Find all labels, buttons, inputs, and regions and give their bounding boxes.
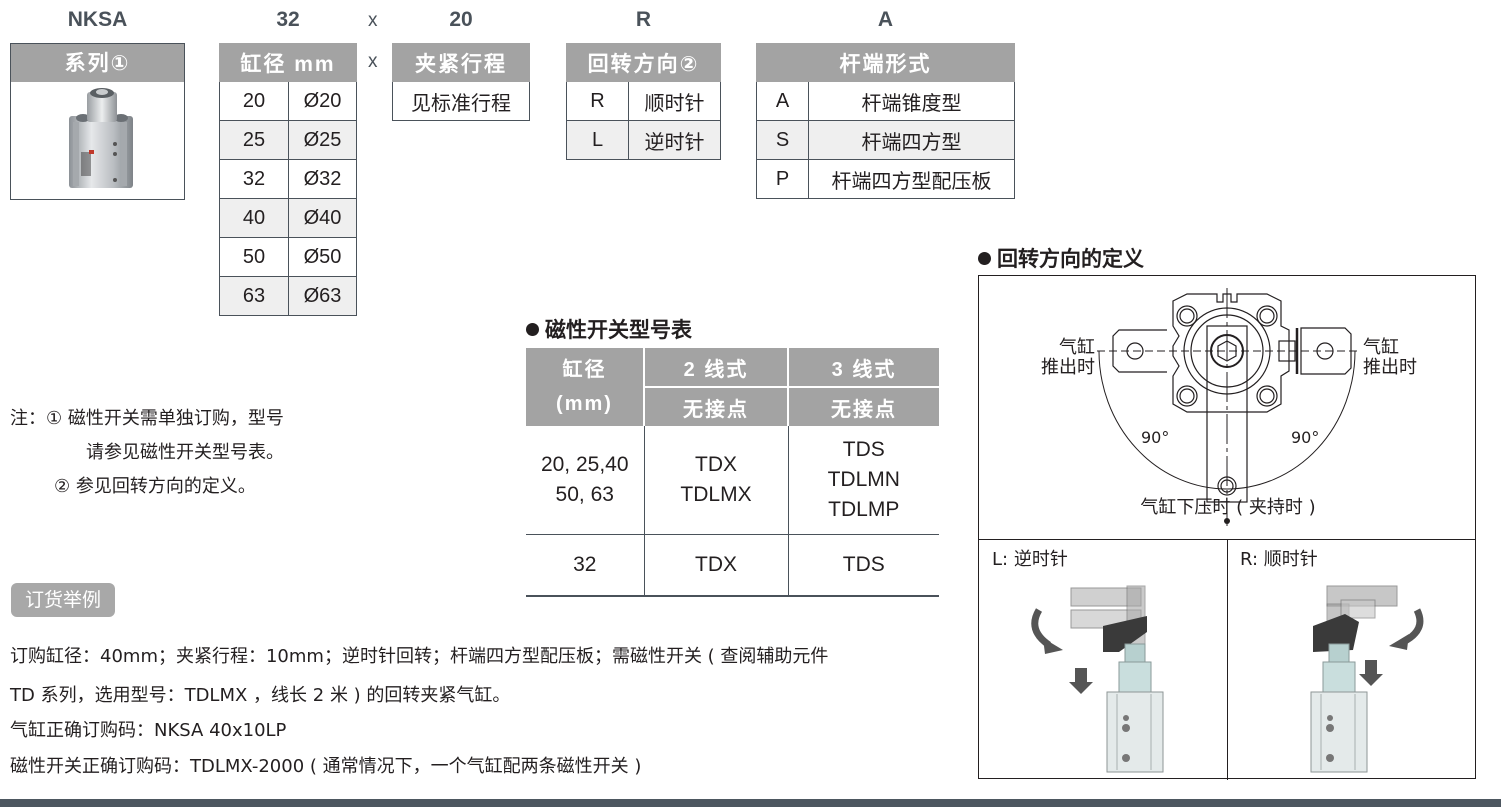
rotation-value: 逆时针 [628,120,721,160]
stroke-table: 夹紧行程 见标准行程 [392,43,530,121]
rod-end-value: 杆端四方型 [808,120,1015,160]
code-series: NKSA [67,8,128,31]
mag-header-contactless-3: 无接点 [787,386,939,426]
mag-2wire: TDX [643,534,788,597]
rotation-value: 顺时针 [628,81,721,121]
rod-end-code: P [756,159,809,199]
rod-end-value: 杆端四方型配压板 [808,159,1015,199]
rod-end-value: 杆端锥度型 [808,81,1015,121]
switch-model: TDLMP [828,497,900,521]
rod-end-code: S [756,120,809,160]
mag-header-bore-label: 缸径 [562,359,607,381]
magnetic-switch-title-text: 磁性开关型号表 [545,318,692,342]
clamping-label: 气缸下压时 ( 夹持时 ) [1140,497,1316,518]
angle-right: 90° [1291,428,1320,447]
switch-model: TDLMX [680,482,752,506]
rotation-definition-title-text: 回转方向的定义 [997,247,1144,271]
label-line: 推出时 [1041,357,1095,378]
stroke-header: 夹紧行程 [392,43,530,82]
rod-end-header: 杆端形式 [756,43,1015,82]
bore-value: Ø25 [288,120,357,160]
footer-bar [0,799,1501,807]
magnetic-switch-title: 磁性开关型号表 [526,314,692,344]
stroke-value: 见标准行程 [392,81,530,121]
angle-left: 90° [1141,428,1170,447]
mag-header-bore: 缸径 (mm) [526,348,644,426]
right-pushed-label: 气缸 推出时 [1363,338,1417,378]
panel-cw-label: R: 顺时针 [1240,549,1318,570]
mag-bore: 32 [526,534,644,597]
bore-code: 40 [219,198,289,238]
series-header: 系列① [11,44,184,82]
mag-header-2wire: 2 线式 [643,348,788,387]
left-pushed-label: 气缸 推出时 [1027,338,1095,378]
rod-end-code: A [756,81,809,121]
code-rod-end: A [877,8,894,31]
mag-header-bore-unit: (mm) [556,393,613,415]
mag-bore: 20, 25,40 50, 63 [526,426,644,535]
label-line: 推出时 [1363,357,1417,378]
switch-model: TDS [842,437,885,461]
rotation-code: R [566,81,629,121]
bore-value: Ø40 [288,198,357,238]
code-stroke: 20 [449,8,473,31]
order-example-line: 订购缸径：40mm；夹紧行程：10mm；逆时针回转；杆端四方型配压板；需磁性开关… [10,646,829,667]
mag-row: 20, 25,40 50, 63 TDX TDLMX TDS TDLMN TDL… [526,426,939,535]
cylinder-product-image [11,82,184,198]
notes-prefix: 注： [10,408,46,429]
mag-3wire: TDS [787,534,939,597]
note-marker: ① [46,408,63,429]
series-table: 系列① [10,43,185,200]
code-rotation: R [635,8,652,31]
bullet-icon [978,251,991,265]
order-example-badge: 订货举例 [11,583,115,617]
notes: 注：① 磁性开关需单独订购，型号 请参见磁性开关型号表。 ② 参见回转方向的定义… [10,402,284,504]
top-view-drawing [1097,288,1359,526]
mag-bore-line: 50, 63 [555,482,614,506]
code-separator: x [368,10,378,31]
divider [1227,539,1228,780]
bore-code: 32 [219,159,289,199]
mag-2wire: TDX TDLMX [643,426,788,535]
mag-bore-line: 20, 25,40 [540,452,629,476]
bullet-icon [526,322,539,336]
rotation-code: L [566,120,629,160]
note-text: 请参见磁性开关型号表。 [86,442,284,463]
bore-code: 20 [219,81,289,121]
label-line: 气缸 [1363,337,1399,358]
switch-order-code: 磁性开关正确订购码：TDLMX-2000 ( 通常情况下，一个气缸配两条磁性开关… [10,756,642,777]
code-bore: 32 [276,8,300,31]
bore-value: Ø50 [288,237,357,277]
mag-row: 32 TDX TDS [526,534,939,597]
rotation-definition-diagram: 气缸 推出时 气缸 推出时 90° 90° 气缸下压时 ( 夹持时 ) L: 逆… [978,275,1476,780]
bore-code: 25 [219,120,289,160]
bore-header: 缸径 mm [219,43,357,82]
note-text: 参见回转方向的定义。 [75,476,256,497]
table-separator: x [368,51,378,72]
bore-value: Ø63 [288,276,357,316]
mag-3wire: TDS TDLMN TDLMP [787,426,939,535]
bore-code: 50 [219,237,289,277]
ccw-rotation-illustration [1031,585,1164,773]
order-example-line: TD 系列，选用型号：TDLMX ，线长 2 米 ) 的回转夹紧气缸。 [10,685,511,706]
note-text: 磁性开关需单独订购，型号 [67,408,284,429]
rotation-header: 回转方向② [566,43,721,82]
note-marker: ② [54,476,71,497]
mag-header-3wire: 3 线式 [787,348,939,387]
cylinder-order-code: 气缸正确订购码：NKSA 40x10LP [10,720,287,741]
magnetic-switch-table: 缸径 (mm) 2 线式 3 线式 无接点 无接点 20, 25,40 50, … [526,348,939,597]
cw-rotation-illustration [1310,585,1424,773]
switch-model: TDLMN [827,467,900,491]
rotation-definition-title: 回转方向的定义 [978,243,1144,273]
label-line: 气缸 [1059,337,1095,358]
bore-code: 63 [219,276,289,316]
bore-value: Ø32 [288,159,357,199]
bore-value: Ø20 [288,81,357,121]
mag-header-contactless-2: 无接点 [643,386,788,426]
switch-model: TDX [695,452,737,476]
panel-ccw-label: L: 逆时针 [992,549,1068,570]
